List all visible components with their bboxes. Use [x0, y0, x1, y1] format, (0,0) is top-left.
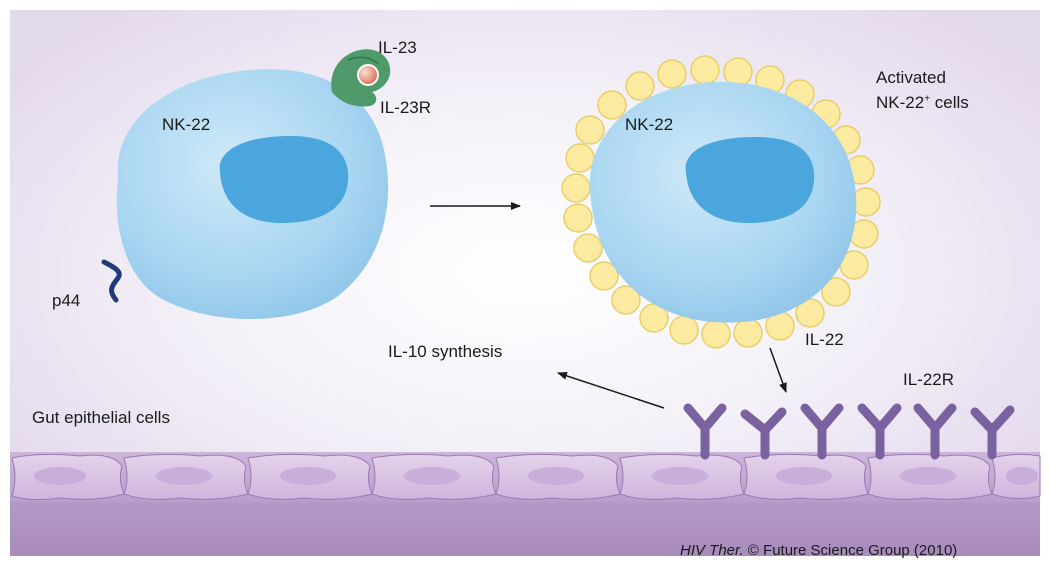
gut-epithelial-label: Gut epithelial cells: [32, 408, 170, 427]
il10-arrow: [557, 372, 665, 409]
nk22-left-label: NK-22: [162, 115, 211, 134]
epithelial-cell: [495, 453, 621, 500]
il22r-label: IL-22R: [903, 370, 955, 389]
il22r-icon: [970, 405, 1015, 460]
epithelial-cell: [743, 453, 869, 500]
il22-arrow: [769, 347, 787, 393]
activated-suffix: cells: [930, 93, 969, 112]
il10-synthesis-label: IL-10 synthesis: [388, 342, 503, 361]
il22r-icon: [800, 403, 844, 460]
epithelial-cell-row: [11, 453, 1041, 501]
activated-label-line1: Activated: [876, 68, 946, 87]
p44-label: p44: [52, 291, 81, 310]
il22r-icon: [857, 403, 902, 460]
il22-receptor-group: [683, 403, 1015, 460]
epithelial-cell: [123, 453, 249, 500]
il22r-icon: [740, 407, 787, 460]
nk22-cell-right: [561, 55, 881, 349]
activated-superscript: +: [924, 93, 931, 105]
il22r-icon: [683, 403, 727, 460]
epithelial-cell: [991, 453, 1041, 500]
copyright-credit: HIV Ther. © Future Science Group (2010): [680, 541, 957, 561]
il23-label: IL-23: [378, 38, 417, 57]
nucleus-right: [685, 136, 815, 224]
activated-cell-name: NK-22: [876, 93, 925, 112]
il22-label: IL-22: [805, 330, 844, 349]
epithelial-cell: [867, 453, 993, 500]
epithelial-cell: [619, 453, 745, 500]
basal-layer: [10, 498, 1040, 556]
epithelial-cell: [371, 453, 497, 500]
il23-molecule-icon: [357, 64, 379, 86]
epithelial-cell: [11, 453, 125, 501]
nk22-cell-left: [116, 69, 389, 320]
il23r-label: IL-23R: [380, 98, 432, 117]
nk22-right-label: NK-22: [625, 115, 674, 134]
p44-receptor-icon: [101, 259, 122, 303]
epithelial-cell: [247, 453, 373, 500]
credit-text: © Future Science Group (2010): [743, 542, 958, 559]
activated-label-line2: NK-22+ cells: [876, 93, 969, 113]
nucleus-left: [219, 135, 349, 224]
il22r-icon: [913, 403, 957, 460]
credit-journal: HIV Ther.: [680, 542, 744, 559]
